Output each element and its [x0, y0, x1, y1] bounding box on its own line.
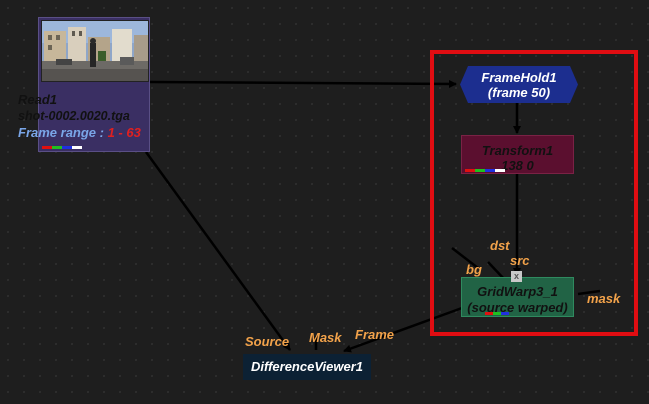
gridwarp-input-bg[interactable]: bg [466, 262, 482, 277]
transform-node-name: Transform1 [481, 143, 554, 158]
green-channel-indicator [475, 169, 485, 172]
gridwarp-node[interactable]: GridWarp3_1 (source warped) [461, 277, 574, 317]
green-channel-indicator [493, 312, 501, 315]
diffviewer-node[interactable]: DifferenceViewer1 [243, 354, 371, 380]
read-node-frame-range: Frame range : 1 - 63 [18, 125, 141, 140]
gridwarp-input-src[interactable]: src [510, 253, 530, 268]
read-node[interactable]: Read1 shot-0002.0020.tga Frame range : 1… [18, 17, 150, 152]
red-channel-indicator [465, 169, 475, 172]
gridwarp-input-dst[interactable]: dst [490, 238, 510, 253]
framehold-node-detail: (frame 50) [487, 85, 551, 100]
alpha-channel-indicator [72, 146, 82, 149]
highlight-annotation-box [430, 50, 638, 336]
read-node-file: shot-0002.0020.tga [18, 109, 130, 123]
frame-range-value: 1 - 63 [107, 125, 141, 140]
read-node-name: Read1 [18, 92, 58, 107]
diffviewer-input-source[interactable]: Source [245, 334, 290, 349]
edge-read-to-diffviewer-source[interactable] [144, 151, 292, 351]
read-thumbnail-image [41, 20, 149, 82]
gridwarp-node-detail: (source warped) [467, 300, 568, 315]
edge-gridwarp-mask-input[interactable] [577, 289, 601, 296]
gridwarp-input-mask[interactable]: mask [587, 291, 621, 306]
gridwarp-node-name: GridWarp3_1 [477, 284, 558, 299]
red-channel-indicator [485, 312, 493, 315]
framehold-node-shape [460, 66, 578, 103]
alpha-channel-indicator [495, 169, 505, 172]
blue-channel-indicator [485, 169, 495, 172]
gridwarp-disabled-marker[interactable]: x [511, 271, 522, 282]
framehold-node[interactable]: FrameHold1 (frame 50) [460, 66, 578, 103]
edge-gridwarp-bg-input[interactable] [451, 247, 479, 269]
diffviewer-input-frame[interactable]: Frame [355, 327, 395, 342]
frame-range-label: Frame range : [18, 125, 108, 140]
edge-read-to-framehold[interactable] [149, 79, 457, 88]
edge-gridwarp-to-diffviewer-frame[interactable] [343, 306, 463, 353]
diffviewer-input-mask[interactable]: Mask [309, 330, 342, 345]
blue-channel-indicator [62, 146, 72, 149]
blue-channel-indicator [501, 312, 509, 315]
red-channel-indicator [42, 146, 52, 149]
framehold-node-name: FrameHold1 [481, 70, 557, 85]
transform-node-detail: 138 0 [501, 158, 534, 173]
diffviewer-node-name: DifferenceViewer1 [250, 359, 363, 374]
green-channel-indicator [52, 146, 62, 149]
transform-node[interactable]: Transform1 138 0 [461, 135, 574, 174]
